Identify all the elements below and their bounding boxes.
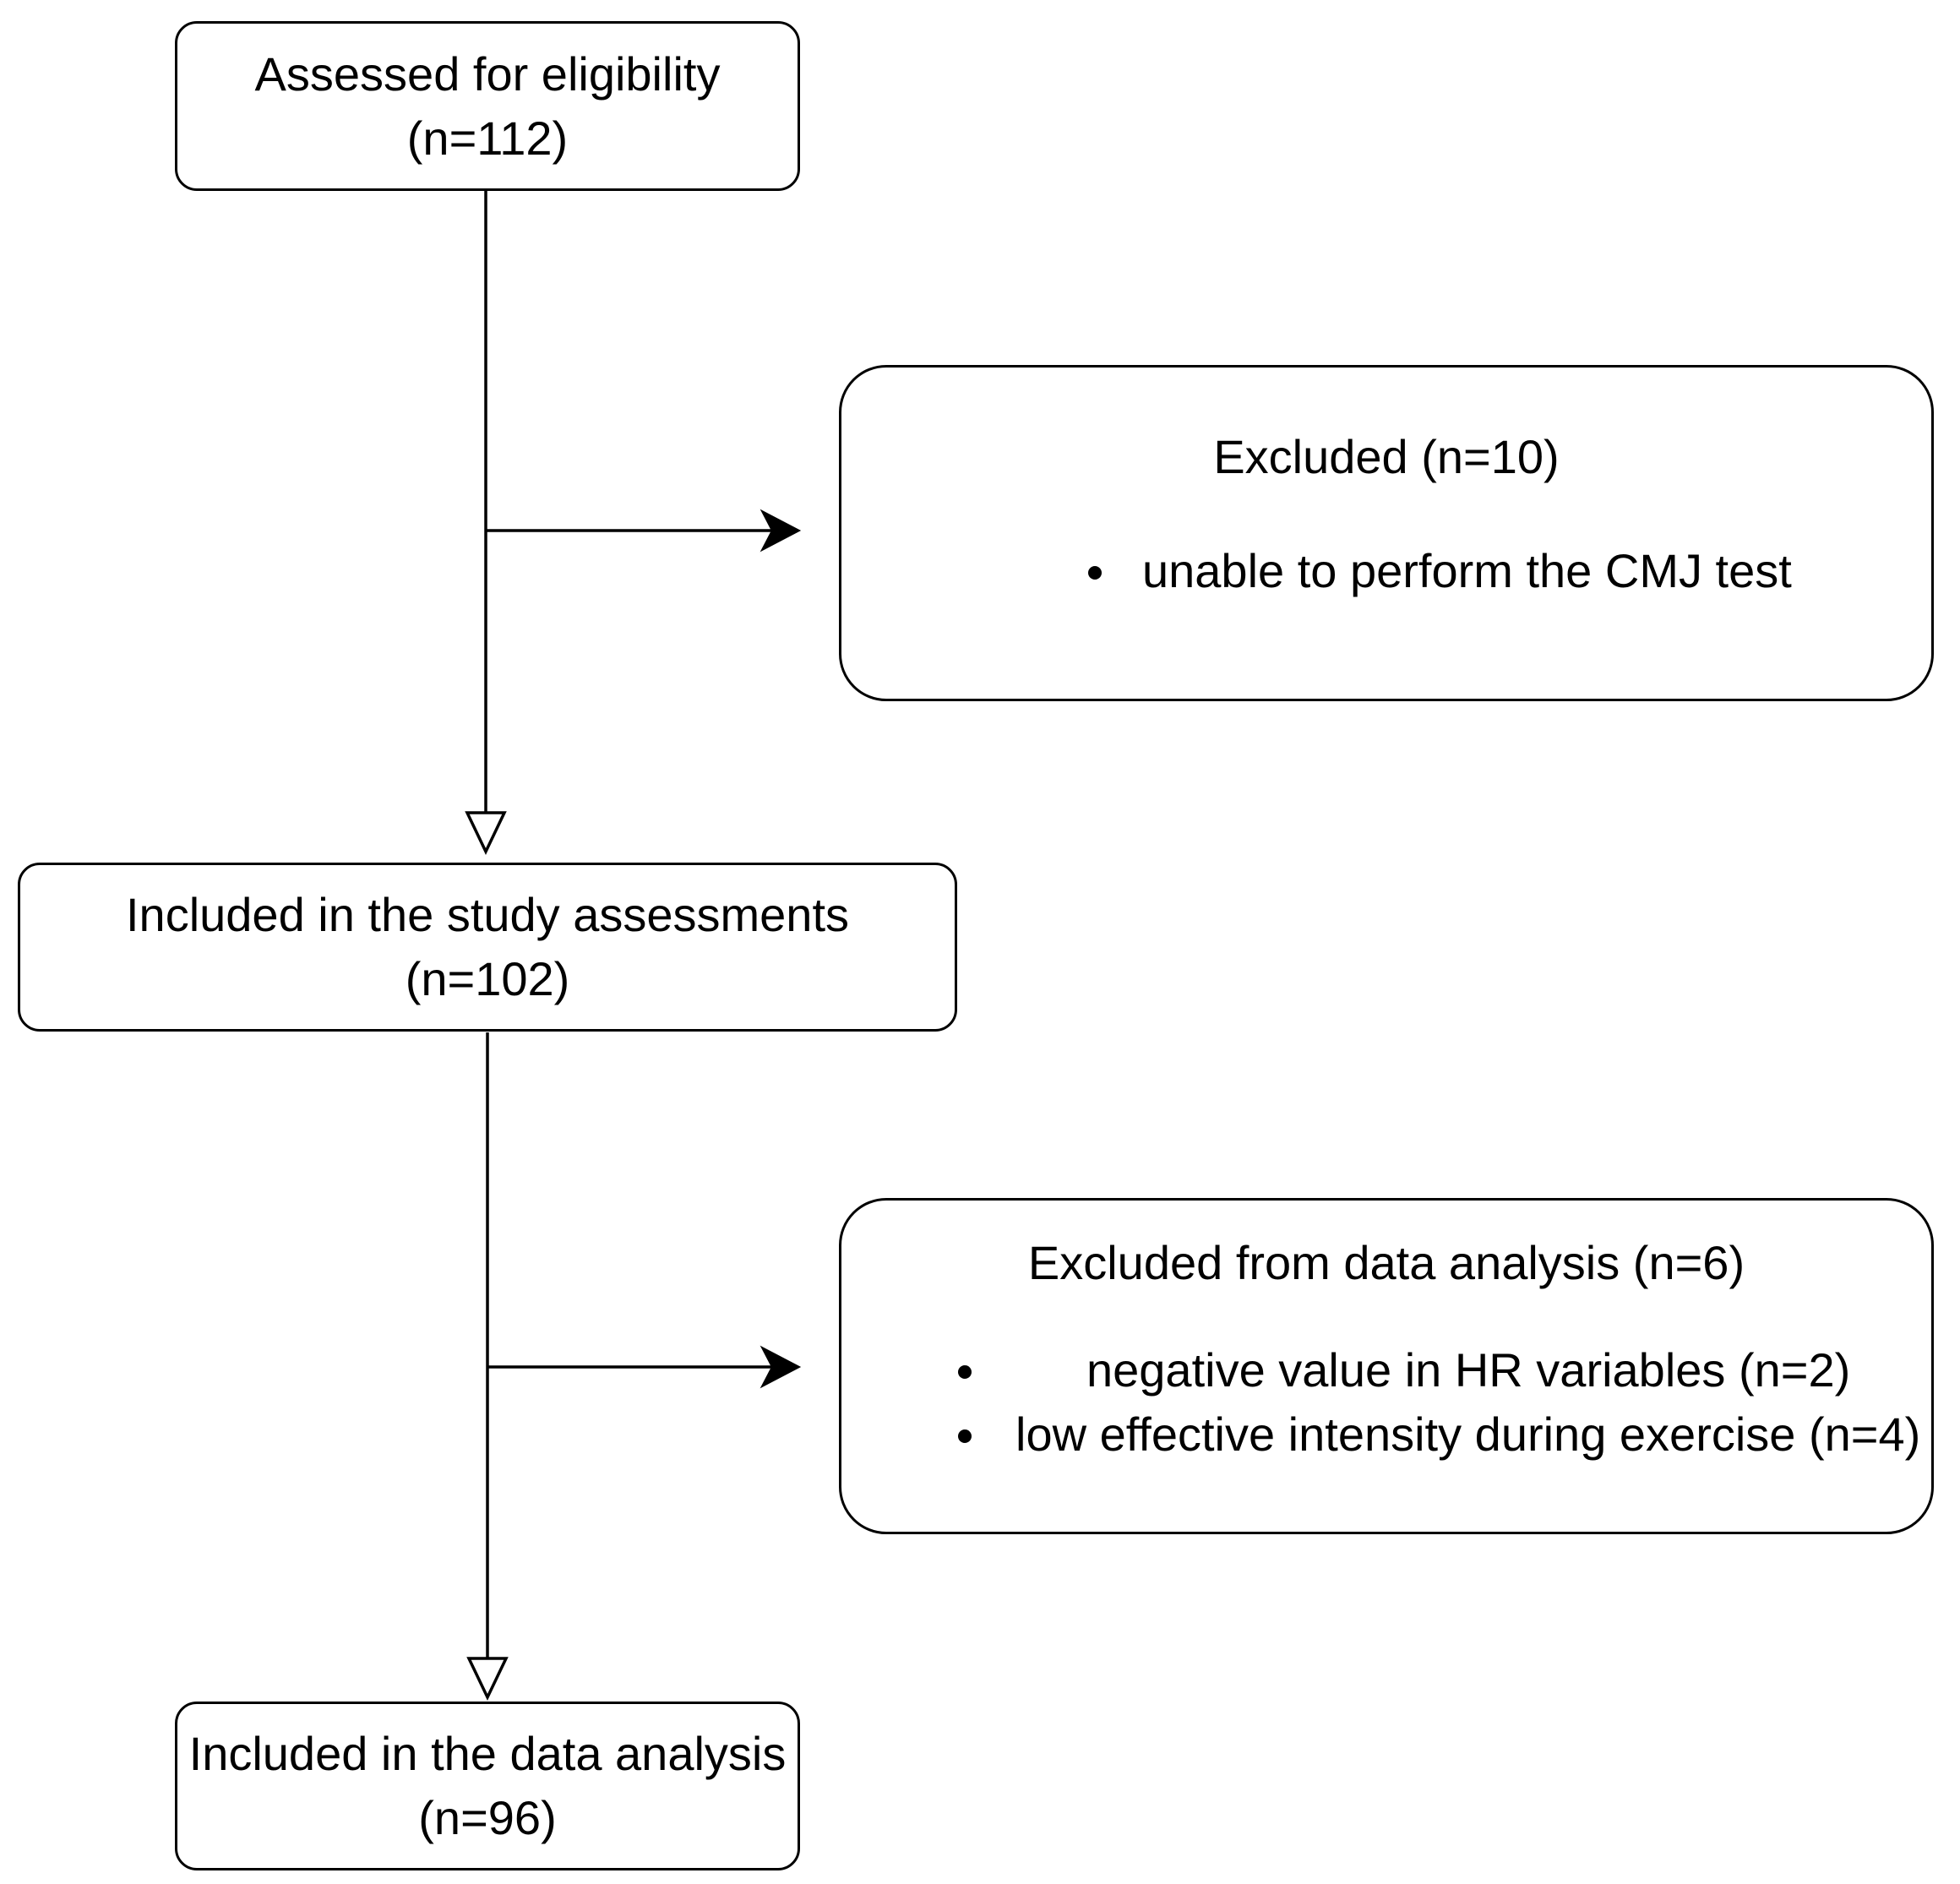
filled-arrowhead-2 bbox=[760, 1345, 802, 1389]
included-analysis-label: Included in the data analysis bbox=[188, 1727, 787, 1780]
filled-arrowhead-1 bbox=[760, 509, 802, 553]
bullet-icon bbox=[1088, 566, 1102, 580]
excluded-analysis-reason-item: low effective intensity during exercise … bbox=[841, 1402, 1936, 1467]
included-study-count: (n=102) bbox=[405, 952, 570, 1005]
bullet-icon bbox=[958, 1429, 972, 1443]
excluded-box: Excluded (n=10) unable to perform the CM… bbox=[839, 365, 1934, 701]
excluded-analysis-title: Excluded from data analysis (n=6) bbox=[1027, 1236, 1745, 1289]
included-study-label: Included in the study assessments bbox=[125, 888, 850, 941]
assessed-box: Assessed for eligibility (n=112) bbox=[175, 21, 800, 191]
hollow-arrowhead-1 bbox=[465, 811, 507, 856]
excluded-analysis-reason-text: low effective intensity during exercise … bbox=[1015, 1408, 1921, 1461]
excluded-reasons-list: unable to perform the CMJ test bbox=[841, 539, 1936, 603]
included-analysis-count: (n=96) bbox=[418, 1791, 557, 1844]
included-study-box: Included in the study assessments (n=102… bbox=[18, 863, 957, 1032]
included-analysis-box: Included in the data analysis (n=96) bbox=[175, 1702, 800, 1870]
assessed-count: (n=112) bbox=[406, 111, 569, 165]
excluded-title: Excluded (n=10) bbox=[1213, 430, 1560, 483]
excluded-analysis-reason-text: negative value in HR variables (n=2) bbox=[1086, 1343, 1851, 1397]
assessed-label: Assessed for eligibility bbox=[254, 46, 721, 101]
excluded-analysis-box: Excluded from data analysis (n=6) negati… bbox=[839, 1198, 1934, 1534]
excluded-reason-text: unable to perform the CMJ test bbox=[1142, 544, 1792, 597]
excluded-reason-item: unable to perform the CMJ test bbox=[841, 539, 1936, 603]
bullet-icon bbox=[958, 1365, 972, 1379]
excluded-analysis-reason-item: negative value in HR variables (n=2) bbox=[841, 1338, 1936, 1402]
excluded-analysis-reasons-list: negative value in HR variables (n=2) low… bbox=[841, 1338, 1936, 1467]
hollow-arrowhead-2 bbox=[466, 1657, 509, 1702]
